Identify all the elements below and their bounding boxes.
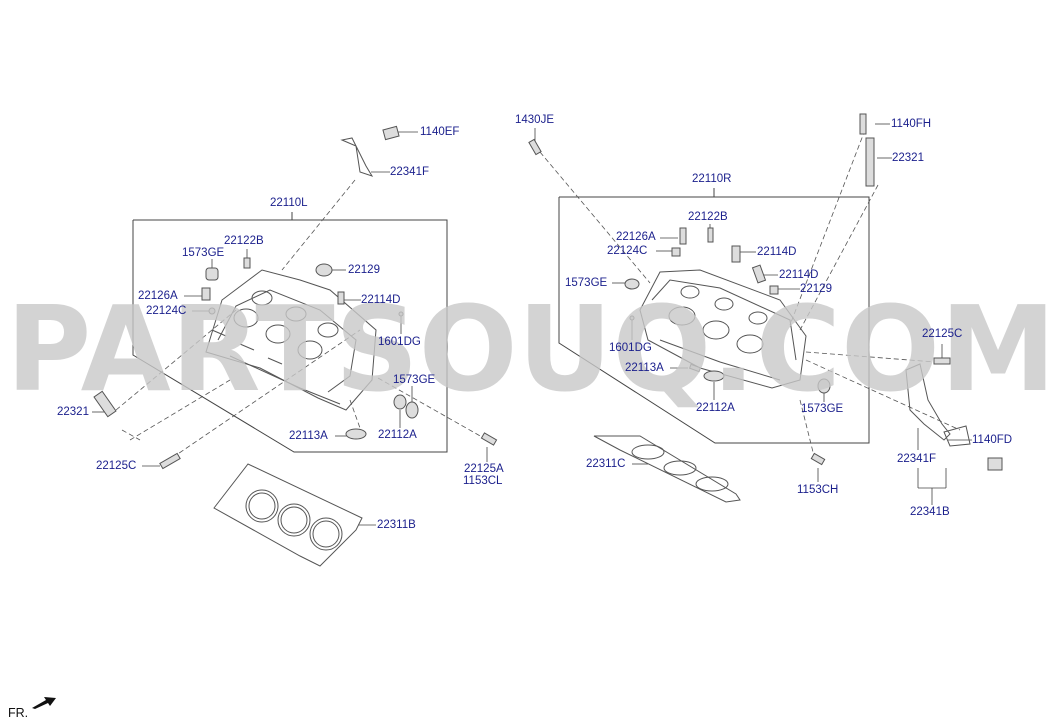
direction-label: FR. xyxy=(8,706,29,720)
label-22311B[interactable]: 22311B xyxy=(377,519,416,531)
label-22114D-right-b[interactable]: 22114D xyxy=(779,269,819,281)
label-22321-left[interactable]: 22321 xyxy=(57,406,89,418)
label-1430JE[interactable]: 1430JE xyxy=(515,114,555,126)
label-22110R[interactable]: 22110R xyxy=(692,173,732,185)
right-head-gasket xyxy=(593,435,741,503)
label-22129-left[interactable]: 22129 xyxy=(348,264,380,276)
dash-lines xyxy=(115,129,961,463)
label-22125C-left[interactable]: 22125C xyxy=(96,460,137,472)
label-22126A-left[interactable]: 22126A xyxy=(138,290,178,302)
label-22126A-right[interactable]: 22126A xyxy=(616,231,656,243)
label-22311C[interactable]: 22311C xyxy=(586,458,626,470)
label-1573GE-left-bottom[interactable]: 1573GE xyxy=(393,374,436,386)
right-cylinder-head xyxy=(639,269,807,389)
label-22122B-left[interactable]: 22122B xyxy=(224,235,264,247)
label-1140FD[interactable]: 1140FD xyxy=(972,434,1013,446)
right-lifting-bracket xyxy=(905,363,971,447)
left-head-frame xyxy=(132,212,448,453)
label-22124C-left[interactable]: 22124C xyxy=(146,305,187,317)
label-1573GE-right-bottom[interactable]: 1573GE xyxy=(801,403,844,415)
label-22114D-right-a[interactable]: 22114D xyxy=(757,246,797,258)
label-22113A-right[interactable]: 22113A xyxy=(625,362,664,374)
label-22113A-left[interactable]: 22113A xyxy=(289,430,328,442)
label-22110L[interactable]: 22110L xyxy=(270,197,308,209)
label-22341F-right[interactable]: 22341F xyxy=(897,453,937,465)
label-22341B[interactable]: 22341B xyxy=(910,506,950,518)
label-22125C-right[interactable]: 22125C xyxy=(922,328,963,340)
left-head-gasket xyxy=(213,463,363,567)
label-22341F-left[interactable]: 22341F xyxy=(390,166,430,178)
label-22321-right[interactable]: 22321 xyxy=(892,152,924,164)
label-1153CH[interactable]: 1153CH xyxy=(797,484,839,496)
label-1140FH[interactable]: 1140FH xyxy=(891,118,932,130)
label-22112A-left[interactable]: 22112A xyxy=(378,429,417,441)
label-1601DG-left[interactable]: 1601DG xyxy=(378,336,421,348)
left-cylinder-head xyxy=(205,269,377,411)
label-22124C-right[interactable]: 22124C xyxy=(607,245,648,257)
label-1153CL[interactable]: 1153CL xyxy=(463,475,503,487)
label-22112A-right[interactable]: 22112A xyxy=(696,402,735,414)
label-22114D-left[interactable]: 22114D xyxy=(361,294,401,306)
label-1573GE-right-top[interactable]: 1573GE xyxy=(565,277,608,289)
label-22122B-right[interactable]: 22122B xyxy=(688,211,728,223)
leader-lines xyxy=(92,123,972,526)
label-1573GE-left-top[interactable]: 1573GE xyxy=(182,247,225,259)
small-hardware xyxy=(93,113,1003,471)
label-22125A[interactable]: 22125A xyxy=(464,463,504,475)
front-arrow-icon xyxy=(32,697,56,709)
label-1140EF[interactable]: 1140EF xyxy=(420,126,460,138)
right-head-frame xyxy=(558,188,870,444)
label-1601DG-right[interactable]: 1601DG xyxy=(609,342,652,354)
label-22129-right[interactable]: 22129 xyxy=(800,283,832,295)
